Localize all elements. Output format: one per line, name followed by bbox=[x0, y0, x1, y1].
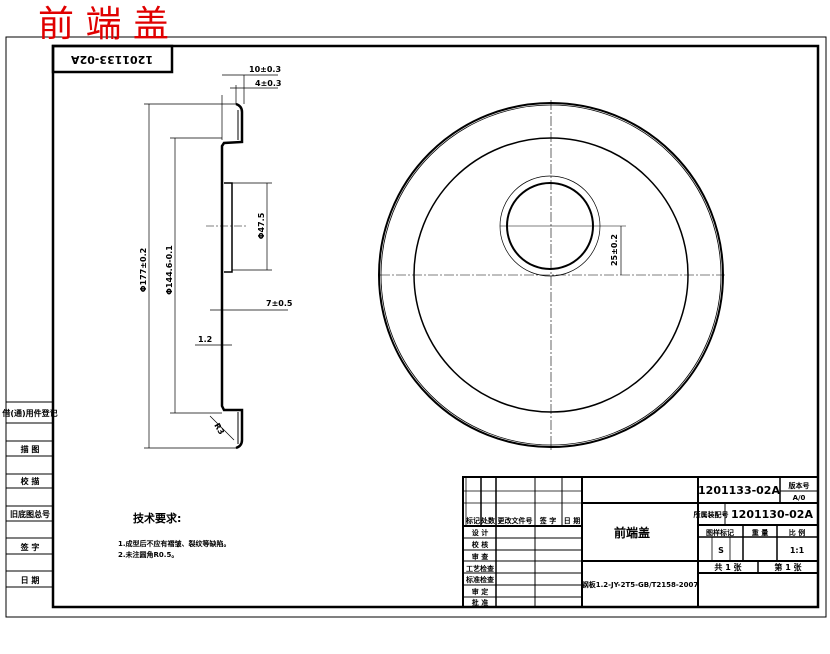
side-label-check: 校 描 bbox=[21, 476, 40, 486]
tb-role-process: 工艺检查 bbox=[466, 564, 495, 573]
tb-role-review: 审 查 bbox=[472, 552, 489, 561]
tech-req-item-2: 2.未注圆角R0.5。 bbox=[118, 550, 178, 559]
tb-role-approve: 批 准 bbox=[472, 598, 488, 607]
tb-role-design: 设 计 bbox=[472, 528, 488, 537]
stamp-title: 前 端 盖 bbox=[38, 4, 169, 45]
tb-header-date: 日 期 bbox=[564, 516, 580, 525]
tb-scale: 1:1 bbox=[790, 546, 805, 555]
tech-req-item-1: 1.成型后不应有褶皱、裂纹等缺陷。 bbox=[118, 539, 231, 548]
dim-d144: Φ144.6-0.1 bbox=[165, 245, 174, 295]
rotated-drawing-number: 1201133-02A bbox=[71, 53, 153, 66]
dim-d47: Φ47.5 bbox=[257, 212, 266, 239]
side-label-reg: 借(通)用件登记 bbox=[1, 408, 57, 418]
tb-header-count: 处数 bbox=[480, 516, 496, 525]
tb-role-approve-def: 审 定 bbox=[472, 587, 488, 596]
title-block bbox=[462, 476, 819, 608]
rotated-number-box bbox=[51, 44, 174, 74]
tb-assembly-number: 1201130-02A bbox=[731, 508, 813, 521]
tb-role-check: 校 核 bbox=[472, 540, 488, 549]
dim-4: 4±0.3 bbox=[255, 79, 281, 88]
tb-sample-mark-label: 图样标记 bbox=[706, 528, 734, 537]
dim-7: 7±0.5 bbox=[266, 299, 293, 308]
tb-role-standard: 标准检查 bbox=[465, 575, 495, 584]
side-label-old-no: 旧底图总号 bbox=[10, 509, 50, 519]
tb-sheet-number: 第 1 张 bbox=[774, 562, 802, 572]
inner-frame bbox=[51, 44, 820, 609]
tb-material: 钢板1.2-JY-2T5-GB/T2158-2007 bbox=[582, 580, 699, 589]
tb-sample-mark: S bbox=[718, 546, 724, 555]
front-view bbox=[378, 100, 725, 450]
dim-1-2: 1.2 bbox=[198, 335, 212, 344]
dim-r3: R3 bbox=[212, 422, 226, 437]
tech-req-title: 技术要求: bbox=[133, 511, 181, 525]
tb-header-doc: 更改文件号 bbox=[498, 516, 533, 525]
outer-border bbox=[5, 36, 827, 618]
side-label-trace: 描 图 bbox=[21, 444, 40, 454]
tb-assembly-label: 所属装配号 bbox=[694, 510, 729, 519]
tb-drawing-number: 1201133-02A bbox=[698, 484, 780, 497]
tb-version-label: 版本号 bbox=[789, 481, 810, 490]
dim-d177: Φ177±0.2 bbox=[139, 248, 148, 292]
tb-header-sign: 签 字 bbox=[539, 516, 556, 525]
dim-10: 10±0.3 bbox=[249, 65, 281, 74]
tb-weight-label: 重 量 bbox=[752, 528, 768, 537]
side-table bbox=[6, 401, 53, 588]
side-view bbox=[144, 74, 288, 450]
tb-part-name: 前端盖 bbox=[614, 525, 650, 540]
side-label-date: 日 期 bbox=[21, 575, 40, 585]
tb-version: A/0 bbox=[793, 494, 806, 502]
tb-scale-label: 比 例 bbox=[789, 528, 805, 537]
tb-header-mark: 标记 bbox=[465, 516, 480, 525]
dim-25: 25±0.2 bbox=[610, 234, 619, 266]
side-label-sign: 签 字 bbox=[20, 542, 40, 552]
tb-sheet-total: 共 1 张 bbox=[714, 562, 742, 572]
